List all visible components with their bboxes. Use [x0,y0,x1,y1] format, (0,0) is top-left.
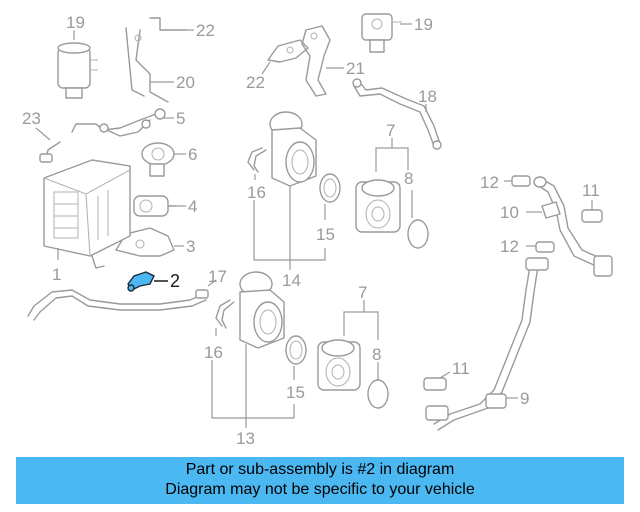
part-12-gasket-lower [535,241,555,253]
part-7-valve-lower [317,339,361,391]
part-11-gasket-upper [581,209,603,223]
callout-19b: 19 [414,15,433,34]
callout-12b: 12 [500,237,519,256]
part-8-gasket-lower [367,379,389,409]
part-11-gasket-lower [423,377,447,391]
callout-22a: 22 [196,21,215,40]
part-13-egr-cooler-lower [239,271,285,349]
callout-4: 4 [188,197,197,216]
callout-3: 3 [186,237,195,256]
callout-2: 2 [170,271,180,291]
callout-7a: 7 [386,121,395,140]
callout-15b: 15 [286,383,305,402]
callout-1: 1 [52,265,61,284]
part-6-valve [141,142,175,177]
part-14-egr-cooler-upper [269,111,317,187]
callout-12a: 12 [480,173,499,192]
parts-diagram: 19 22 20 22 21 19 18 [22,13,613,448]
callout-13: 13 [236,429,255,448]
part-1-canister [43,159,131,269]
callout-11a: 11 [582,181,600,200]
callout-18: 18 [418,87,437,106]
part-9-pipe [425,257,549,431]
info-banner: Part or sub-assembly is #2 in diagram Di… [16,457,624,504]
part-19-left-solenoid [57,42,98,99]
part-16-gasket-lower [215,299,235,329]
part-10-pipe [533,176,613,277]
callout-5: 5 [176,109,185,128]
callout-9: 9 [520,389,529,408]
callout-15a: 15 [316,225,335,244]
part-12-gasket-upper [511,175,531,187]
part-5-hose [97,119,151,137]
part-17-hose [27,289,209,321]
part-19-right-solenoid [361,13,402,53]
part-15-gasket-upper [319,173,341,203]
callout-16a: 16 [247,183,266,202]
callout-8a: 8 [404,169,413,188]
callout-16b: 16 [204,343,223,362]
part-7-valve-upper [355,179,401,233]
part-8-gasket-upper [407,219,429,249]
part-2-highlighted [127,271,155,292]
callout-6: 6 [188,145,197,164]
callout-19a: 19 [66,13,85,32]
part-16-gasket-upper [247,147,267,173]
callout-17: 17 [208,267,227,286]
part-22-center-bracket [267,39,309,63]
part-22-left-bracket [125,17,187,103]
part-15-gasket-lower [285,335,307,365]
callout-11b: 11 [452,359,470,378]
part-18-pipe [352,78,442,150]
callout-14: 14 [282,271,301,290]
callout-21: 21 [346,59,365,78]
banner-line-1: Part or sub-assembly is #2 in diagram [185,461,455,478]
part-21-bracket [301,25,331,97]
banner-line-2: Diagram may not be specific to your vehi… [165,481,475,498]
callout-22b: 22 [246,73,265,92]
callout-7b: 7 [358,283,367,302]
callout-10: 10 [500,203,519,222]
callout-8b: 8 [372,345,381,364]
callout-23: 23 [22,109,41,128]
part-4-valve [133,195,177,217]
callout-20: 20 [176,73,195,92]
